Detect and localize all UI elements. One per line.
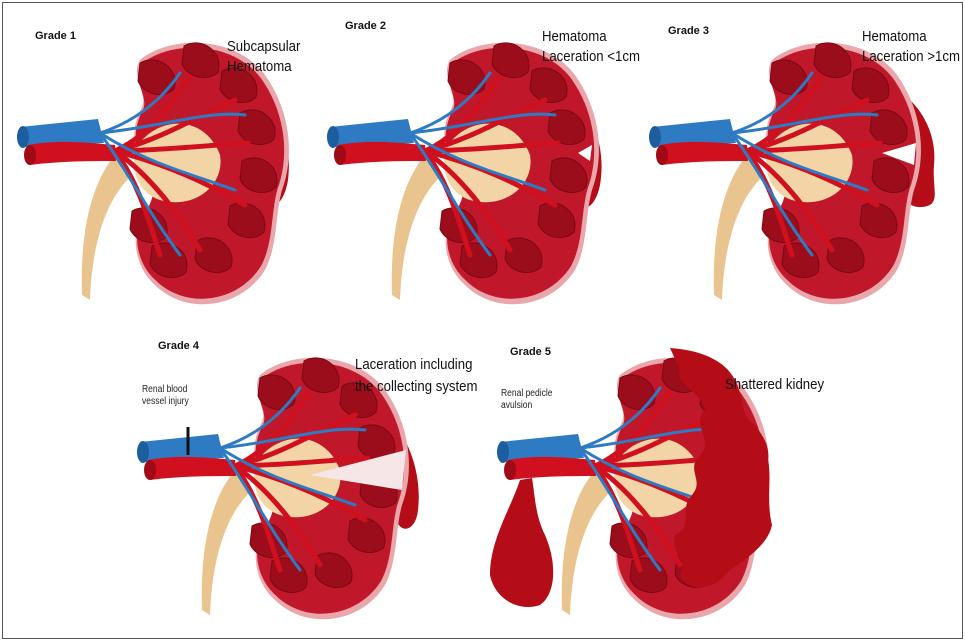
kidney-group [17, 43, 289, 304]
avulsion-hematoma [490, 478, 553, 607]
grade-label: Grade 5 [510, 346, 551, 358]
vessel-injury-note-line-2: vessel injury [142, 396, 189, 408]
vein-opening [649, 126, 661, 148]
artery-opening [656, 145, 668, 165]
ureter [714, 155, 764, 300]
grade-description-line-2: the collecting system [355, 377, 478, 397]
artery-opening [144, 460, 156, 480]
kidney-group [327, 43, 602, 304]
artery-opening [504, 460, 516, 480]
panel-grade-3: Grade 3 Hematoma Laceration >1cm [640, 0, 965, 320]
artery-opening [334, 145, 346, 165]
renal-artery [148, 457, 236, 480]
grade-label: Grade 3 [668, 25, 709, 37]
grade-description-line-1: Subcapsular [227, 37, 300, 57]
panel-grade-4: Grade 4 Renal blood vessel injury Lacera… [130, 320, 490, 640]
pedicle-avulsion-note-line-2: avulsion [501, 400, 532, 412]
panel-grade-2: Grade 2 Hematoma Laceration <1cm [320, 0, 640, 320]
grade-description-line-1: Hematoma [862, 27, 927, 47]
vein-opening [137, 441, 149, 463]
kidney-group [649, 43, 935, 304]
vein-opening [497, 441, 509, 463]
renal-artery [508, 457, 596, 480]
vein-opening [327, 126, 339, 148]
vein-opening [17, 126, 29, 148]
grade-description-line-2: Laceration >1cm [862, 47, 960, 67]
kidney-illustration [485, 320, 865, 640]
vessel-injury-note-line-1: Renal blood [142, 384, 187, 396]
panel-grade-5: Grade 5 Renal pedicle avulsion Shattered… [485, 320, 865, 640]
grade-label: Grade 4 [158, 340, 199, 352]
ureter [562, 470, 612, 615]
renal-artery [660, 142, 748, 165]
artery-opening [24, 145, 36, 165]
panel-grade-1: Grade 1 Subcapsular Hematoma [0, 0, 320, 320]
ureter [202, 470, 252, 615]
ureter [392, 155, 442, 300]
grade-description-line-1: Hematoma [542, 27, 607, 47]
ureter [82, 155, 132, 300]
grade-description-line-2: Laceration <1cm [542, 47, 640, 67]
grade-label: Grade 2 [345, 20, 386, 32]
grade-description-line-1: Shattered kidney [725, 375, 824, 395]
grade-description-line-1: Laceration including [355, 355, 472, 375]
pedicle-avulsion-note-line-1: Renal pedicle [501, 388, 553, 400]
grade-description-line-2: Hematoma [227, 57, 292, 77]
grade-label: Grade 1 [35, 30, 76, 42]
renal-artery [28, 142, 116, 165]
renal-artery [338, 142, 426, 165]
